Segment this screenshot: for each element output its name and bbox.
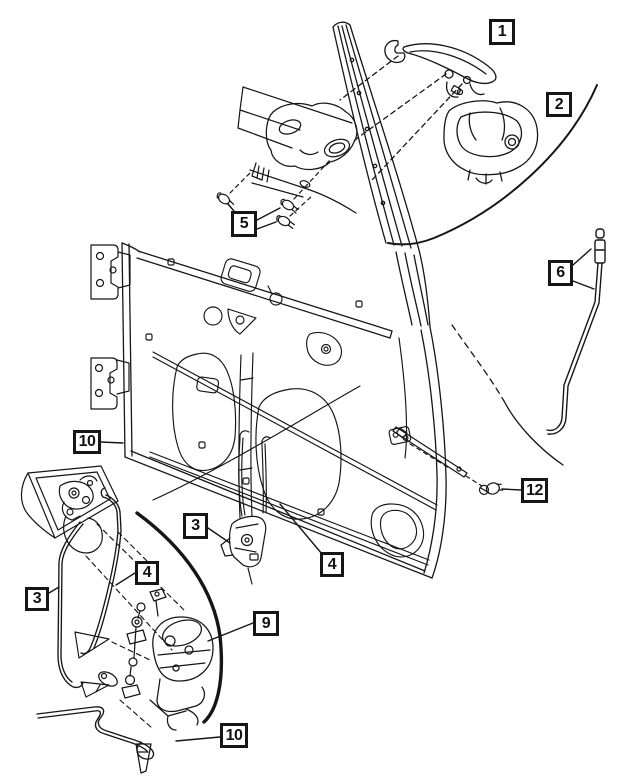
callout-12[interactable]: 12 bbox=[521, 478, 548, 503]
callout-3[interactable]: 3 bbox=[25, 587, 49, 611]
door-latch-assembly bbox=[95, 588, 214, 731]
callout-2[interactable]: 2 bbox=[546, 92, 572, 117]
handle-bezel bbox=[443, 100, 539, 185]
lower-latch-rod bbox=[36, 706, 155, 760]
striker-cone bbox=[135, 743, 152, 774]
leader-line-6 bbox=[572, 280, 595, 290]
callout-4[interactable]: 4 bbox=[135, 561, 159, 585]
belt-strip-screw bbox=[478, 482, 504, 495]
handle-reinforcement-bracket bbox=[251, 102, 358, 181]
upper-detail-arc bbox=[387, 84, 598, 246]
leader-line-12 bbox=[501, 488, 522, 491]
belt-skin-band bbox=[237, 86, 357, 214]
leader-line-5 bbox=[256, 221, 277, 230]
callout-1[interactable]: 1 bbox=[489, 19, 515, 45]
upper-latch bbox=[220, 515, 267, 568]
leader-line-5 bbox=[227, 203, 235, 212]
inner-panel-details bbox=[145, 258, 450, 585]
exterior-door-handle bbox=[339, 39, 497, 181]
leader-line-10 bbox=[100, 441, 124, 444]
leader-line-5 bbox=[256, 207, 281, 221]
callout-10[interactable]: 10 bbox=[220, 723, 248, 748]
door-hinges bbox=[90, 244, 131, 410]
leader-line-3 bbox=[48, 586, 60, 594]
callout-9[interactable]: 9 bbox=[253, 611, 279, 636]
callout-5[interactable]: 5 bbox=[231, 211, 257, 237]
leader-line-10 bbox=[175, 736, 221, 742]
callout-6[interactable]: 6 bbox=[548, 260, 573, 286]
leader-line-4 bbox=[279, 503, 323, 555]
callout-4[interactable]: 4 bbox=[320, 552, 344, 577]
leader-line-6 bbox=[572, 248, 592, 266]
leader-line-3 bbox=[207, 527, 231, 544]
leader-line-4 bbox=[115, 572, 136, 586]
mounting-screws bbox=[216, 159, 331, 229]
door-shell bbox=[121, 242, 447, 579]
leader-lines bbox=[48, 203, 595, 742]
callout-10[interactable]: 10 bbox=[73, 430, 101, 454]
leader-line-9 bbox=[207, 622, 254, 642]
callout-3[interactable]: 3 bbox=[183, 513, 208, 539]
belt-strip bbox=[392, 426, 483, 487]
inside-handle-assembly bbox=[20, 465, 119, 554]
lock-button-rod bbox=[546, 228, 606, 435]
window-frame bbox=[332, 21, 429, 327]
right-detail-curve bbox=[451, 324, 564, 466]
lower-detail-arc bbox=[135, 511, 224, 724]
